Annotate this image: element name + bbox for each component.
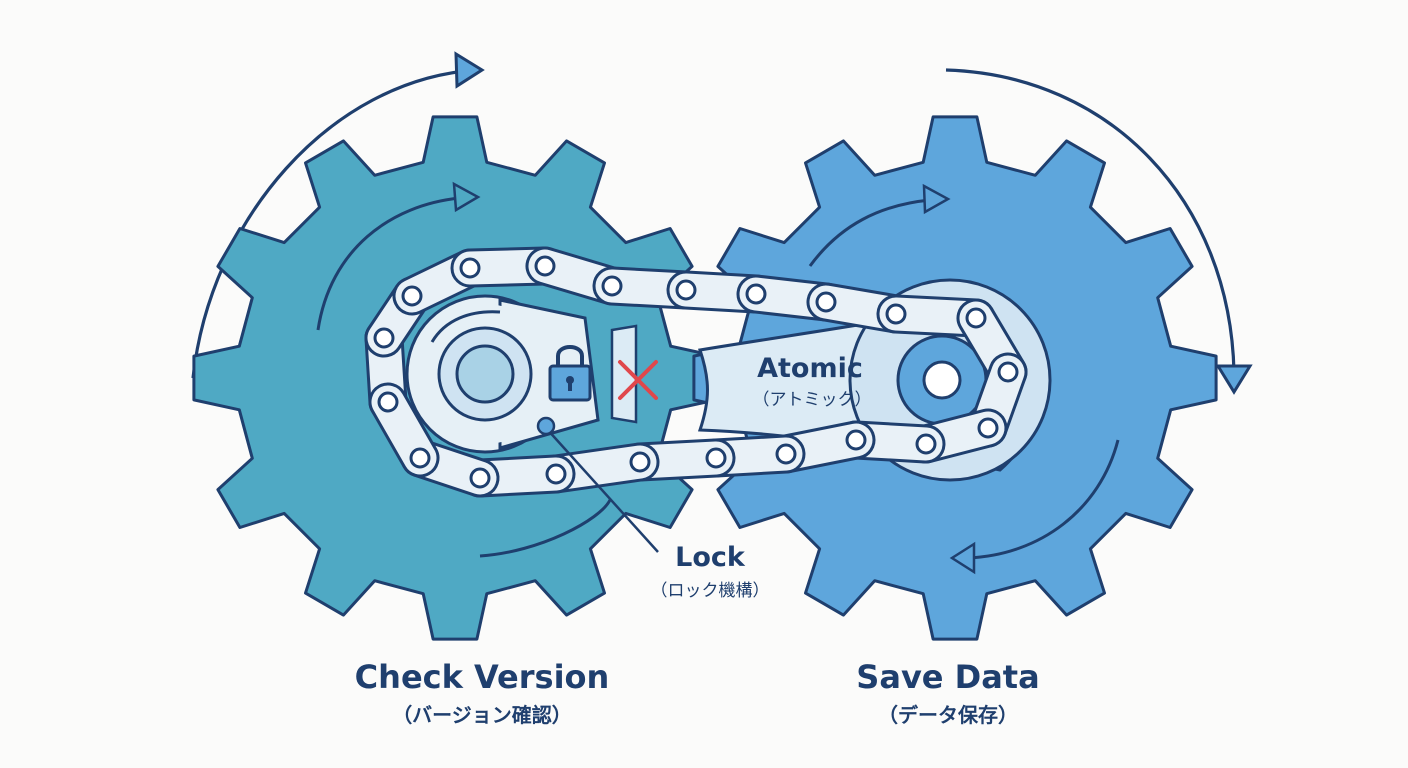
- chain-pin: [885, 303, 907, 325]
- left-hub-curve: [430, 310, 501, 343]
- check-version-sublabel: （バージョン確認）: [392, 703, 572, 727]
- chain-pin: [997, 361, 1019, 383]
- outer-rotation-arrow-right: [945, 68, 1236, 373]
- inner-rotation-arrow-left-top: [316, 196, 461, 331]
- lock-sublabel: （ロック機構）: [651, 581, 770, 601]
- chain-pin: [409, 447, 431, 469]
- check-version-label: Check Version: [355, 658, 610, 696]
- chain-pin: [601, 275, 623, 297]
- chain-pin: [675, 279, 697, 301]
- cross-icon: [618, 360, 658, 400]
- chain-pin: [373, 327, 395, 349]
- chain-pin: [745, 283, 767, 305]
- chain-pin: [545, 463, 567, 485]
- chain-pin: [965, 307, 987, 329]
- chain-pin: [629, 451, 651, 473]
- chain-pin: [469, 467, 491, 489]
- chain-pin: [534, 255, 556, 277]
- padlock-icon: [548, 345, 592, 402]
- chain-pin: [977, 417, 999, 439]
- inner-rotation-arc-right-bottom: [967, 439, 1120, 560]
- chain-pin: [705, 447, 727, 469]
- chain: [364, 246, 1028, 498]
- inner-arrow-left-head-icon: [452, 181, 481, 213]
- lock-leader-dot: [536, 416, 556, 436]
- save-data-label: Save Data: [856, 658, 1039, 696]
- inner-arrow-right-head-icon: [922, 183, 951, 215]
- chain-pin: [815, 291, 837, 313]
- chain-pin: [459, 257, 481, 279]
- chain-pin: [377, 391, 399, 413]
- chain-pin: [401, 285, 423, 307]
- inner-arrow-right-bottom-head-icon: [949, 541, 976, 575]
- lock-leader-line: [545, 427, 659, 553]
- inner-rotation-arrow-right-top: [808, 198, 931, 267]
- outer-rotation-arrow-left: [191, 68, 477, 379]
- inner-rotation-arc-left-bottom: [479, 499, 612, 558]
- atomic-sublabel: （アトミック）: [753, 390, 872, 410]
- chain-pin: [845, 429, 867, 451]
- chain-pin: [775, 443, 797, 465]
- chain-pin: [915, 433, 937, 455]
- outer-arrow-left-head-icon: [454, 51, 485, 89]
- lock-label: Lock: [675, 542, 746, 573]
- save-data-sublabel: （データ保存）: [878, 703, 1018, 727]
- atomic-label: Atomic: [757, 353, 863, 384]
- left-hub-core: [455, 344, 515, 404]
- outer-arrow-right-head-icon: [1215, 364, 1253, 395]
- right-hub-hole: [922, 360, 962, 400]
